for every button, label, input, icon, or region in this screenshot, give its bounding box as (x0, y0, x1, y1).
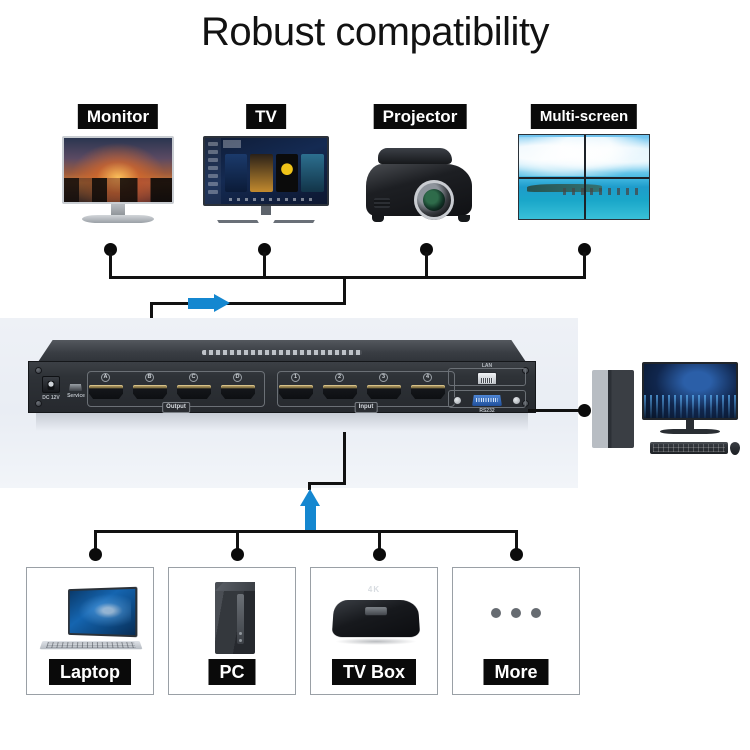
serial-port-group: RS232 (448, 390, 526, 414)
control-pc-node (578, 404, 591, 417)
screw-icon (35, 367, 42, 374)
output-stem-projector (425, 252, 428, 278)
hdmi-input-port[interactable] (323, 385, 357, 399)
hdmi-output-port[interactable] (221, 385, 255, 399)
device-top-cover (38, 340, 526, 362)
ellipsis-icon (453, 576, 579, 654)
output-stem-monitor (109, 252, 112, 278)
input-port-number: 3 (379, 373, 388, 382)
input-port-number: 2 (335, 373, 344, 382)
input-stem-tvbox (378, 530, 381, 552)
dc-power-label: DC 12V (42, 395, 60, 401)
input-bus (94, 530, 518, 533)
projector-icon (364, 142, 476, 224)
output-stem-multiscreen (583, 252, 586, 278)
device-reflection (36, 413, 528, 431)
output-node-multiscreen (578, 243, 591, 256)
serial-label: RS232 (479, 408, 495, 414)
input-node-laptop (89, 548, 102, 561)
output-port-number: D (233, 373, 242, 382)
input-stem-more (515, 530, 518, 552)
video-wall-icon (518, 134, 650, 220)
output-branch (150, 302, 346, 305)
output-device-monitor: Monitor (48, 104, 188, 232)
input-bus-riser (309, 530, 312, 533)
computer-monitor-icon (59, 136, 177, 224)
output-arrow-stem (188, 298, 214, 309)
input-node-tvbox (373, 548, 386, 561)
output-device-multiscreen: Multi-screen (508, 104, 660, 232)
hdmi-input-port[interactable] (367, 385, 401, 399)
ventilation-slots-icon (202, 350, 362, 355)
output-port-number: C (189, 373, 198, 382)
output-drop (343, 276, 346, 304)
television-icon (203, 136, 329, 224)
output-port-number: B (145, 373, 154, 382)
lan-label: LAN (481, 363, 493, 369)
output-port-group: A B C D Output (87, 371, 265, 413)
desktop-computer-icon (590, 356, 740, 464)
input-node-pc (231, 548, 244, 561)
desktop-tower-icon (169, 576, 295, 654)
output-node-projector (420, 243, 433, 256)
source-device-tvbox: 4K TV Box (310, 567, 438, 695)
input-stem-pc (236, 530, 239, 552)
output-device-label: Projector (373, 104, 467, 129)
output-stem-tv (263, 252, 266, 278)
hdmi-input-port[interactable] (279, 385, 313, 399)
input-port-number: 4 (423, 373, 432, 382)
serial-screw-icon (512, 396, 521, 405)
source-device-label: More (483, 659, 549, 685)
control-pc-link (528, 409, 582, 412)
tv-box-badge: 4K (367, 585, 381, 594)
input-node-more (510, 548, 523, 561)
input-group-label: Input (354, 402, 378, 413)
source-device-label: TV Box (331, 659, 417, 685)
hdmi-output-port[interactable] (177, 385, 211, 399)
output-port-number: A (101, 373, 110, 382)
output-group-label: Output (162, 402, 190, 413)
hdmi-matrix-switch[interactable]: DC 12V Service A B C D Output 1 2 3 4 (28, 340, 536, 432)
input-stem-laptop (94, 530, 97, 552)
screw-icon (35, 400, 42, 407)
rj45-icon[interactable] (477, 372, 497, 385)
output-node-tv (258, 243, 271, 256)
hdmi-output-port[interactable] (133, 385, 167, 399)
source-device-label: PC (208, 659, 256, 685)
tv-box-icon: 4K (311, 576, 437, 654)
source-device-label: Laptop (49, 659, 131, 685)
lan-port-group: LAN (448, 363, 526, 386)
hdmi-output-port[interactable] (89, 385, 123, 399)
output-device-label: Multi-screen (530, 104, 638, 129)
output-bus (109, 276, 586, 279)
service-usb-port[interactable] (69, 384, 82, 391)
input-arrow-stem (305, 505, 316, 533)
serial-screw-icon (453, 396, 462, 405)
device-rear-panel: DC 12V Service A B C D Output 1 2 3 4 (28, 361, 536, 414)
source-device-pc: PC (168, 567, 296, 695)
db9-serial-icon[interactable] (472, 395, 502, 406)
laptop-icon (27, 576, 153, 654)
source-device-more: More (452, 567, 580, 695)
input-drop-jog (308, 482, 346, 485)
page-title: Robust compatibility (201, 10, 549, 54)
service-label: Service (67, 393, 85, 399)
output-device-label: TV (246, 104, 286, 129)
source-device-laptop: Laptop (26, 567, 154, 695)
hdmi-input-port[interactable] (411, 385, 445, 399)
input-drop-from-device (343, 432, 346, 484)
input-port-group: 1 2 3 4 Input (277, 371, 455, 413)
output-device-tv: TV (196, 104, 336, 232)
input-drop-vertical (308, 482, 311, 490)
input-arrow-head (300, 489, 320, 506)
dc-power-jack[interactable] (42, 376, 60, 393)
output-node-monitor (104, 243, 117, 256)
output-arrow-head (214, 294, 230, 312)
input-port-number: 1 (291, 373, 300, 382)
output-device-projector: Projector (350, 104, 490, 232)
output-device-label: Monitor (77, 104, 159, 129)
